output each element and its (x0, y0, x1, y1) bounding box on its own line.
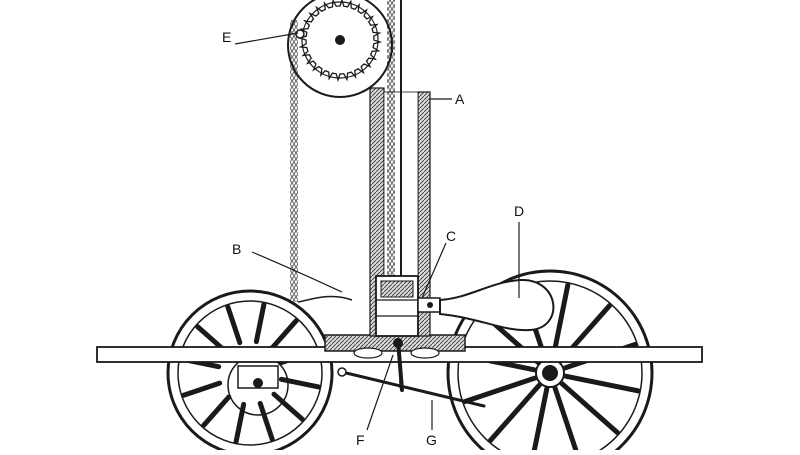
bulb-reservoir (439, 278, 555, 332)
label-F: F (356, 432, 365, 448)
wheel-spoke (563, 373, 641, 394)
wheel-spoke (271, 391, 305, 422)
left-chain (290, 20, 298, 302)
left-wheel (166, 289, 334, 455)
wheel-spoke (181, 380, 223, 398)
label-B: B (232, 241, 241, 257)
wheel-spoke (462, 375, 538, 405)
piston-cylinder (375, 275, 441, 337)
wheel-spoke (253, 301, 267, 345)
leader-lines (234, 32, 520, 431)
sprocket-teeth (297, 0, 383, 83)
label-G: G (426, 432, 437, 448)
label-D: D (514, 203, 524, 219)
wheel-spoke (530, 386, 550, 455)
sprocket (287, 0, 393, 98)
wheel-spoke (201, 394, 232, 428)
wheel-spoke (268, 318, 299, 352)
inner-chain (387, 0, 395, 280)
base-foot-right (410, 347, 440, 359)
lever-linkage (337, 338, 486, 408)
wheel-spoke (559, 381, 620, 436)
chain-to-cylinder (297, 295, 353, 303)
wheel-spoke (550, 282, 571, 360)
wheel-spoke (225, 304, 243, 346)
label-A: A (455, 91, 465, 107)
wheel-spoke (552, 385, 581, 455)
sprocket-pin (295, 29, 305, 39)
wheel-spoke (257, 400, 275, 442)
base-foot-left (353, 347, 383, 359)
label-C: C (446, 228, 456, 244)
label-E: E (222, 29, 231, 45)
wheel-spoke (487, 382, 542, 443)
